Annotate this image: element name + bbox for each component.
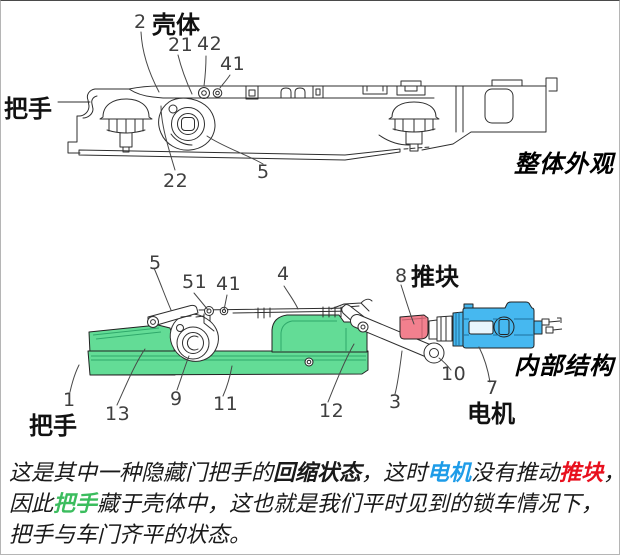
figure2-title: 内部结构	[514, 353, 614, 380]
figure1-line-art	[57, 77, 558, 161]
label-shell: 壳体	[152, 12, 200, 39]
caption-text: ，	[603, 460, 619, 485]
figure2-leader-lines	[69, 267, 491, 406]
caption-text: ，这时	[361, 460, 428, 485]
caption-text: 把手与车门齐平的状态。	[9, 522, 252, 547]
callout-7: 7	[486, 377, 499, 399]
callout-41-fig2: 41	[216, 273, 242, 295]
callout-22: 22	[163, 170, 189, 192]
caption-text: 藏于壳体中，这也就是我们平时见到的锁车情况下，	[97, 491, 604, 516]
callout-21: 21	[168, 34, 194, 56]
caption-text: 因此	[9, 491, 54, 516]
caption-highlight-term: 推块	[559, 460, 604, 485]
label-handle-fig2: 把手	[29, 413, 77, 440]
callout-51: 51	[182, 271, 208, 293]
caption-line: 因此把手藏于壳体中，这也就是我们平时见到的锁车情况下，	[9, 488, 615, 519]
figure2-handle-highlight	[87, 314, 369, 376]
caption-text: 回缩状态	[273, 460, 362, 485]
figure2-handle-shading	[91, 320, 366, 361]
figure2-push-block-highlight	[399, 314, 429, 340]
callout-10: 10	[441, 363, 467, 385]
callout-5-fig2: 5	[149, 252, 162, 274]
callout-2: 2	[134, 11, 147, 33]
callout-9: 9	[170, 388, 183, 410]
callout-5-fig1: 5	[257, 161, 270, 183]
figure2-coupler	[428, 315, 453, 342]
caption-text: 这是其中一种隐藏门把手的	[9, 460, 274, 485]
callout-1: 1	[63, 389, 76, 411]
callout-13: 13	[105, 403, 131, 425]
label-handle-fig1: 把手	[4, 96, 52, 123]
caption: 这是其中一种隐藏门把手的回缩状态，这时电机没有推动推块，因此把手藏于壳体中，这也…	[9, 457, 619, 550]
caption-line: 这是其中一种隐藏门把手的回缩状态，这时电机没有推动推块，	[9, 457, 619, 488]
caption-highlight-term: 把手	[53, 491, 98, 516]
figure2-motor-highlight	[452, 301, 563, 349]
callout-11: 11	[213, 393, 239, 415]
label-push-block: 推块	[411, 264, 459, 291]
callout-4: 4	[277, 263, 290, 285]
label-motor: 电机	[467, 401, 515, 428]
caption-highlight-term: 电机	[427, 460, 472, 485]
callout-41: 41	[220, 53, 246, 75]
callout-42: 42	[197, 33, 223, 55]
figure2-mechanism-line-art	[147, 298, 445, 364]
callout-3: 3	[389, 391, 402, 413]
caption-text: 没有推动	[471, 460, 560, 485]
callout-12: 12	[319, 400, 345, 422]
figure2-handle-hole	[304, 357, 314, 367]
figure1-leader-lines	[140, 31, 264, 171]
callout-8: 8	[395, 265, 408, 287]
figure1-title: 整体外观	[514, 151, 614, 178]
caption-line: 把手与车门齐平的状态。	[9, 519, 615, 550]
